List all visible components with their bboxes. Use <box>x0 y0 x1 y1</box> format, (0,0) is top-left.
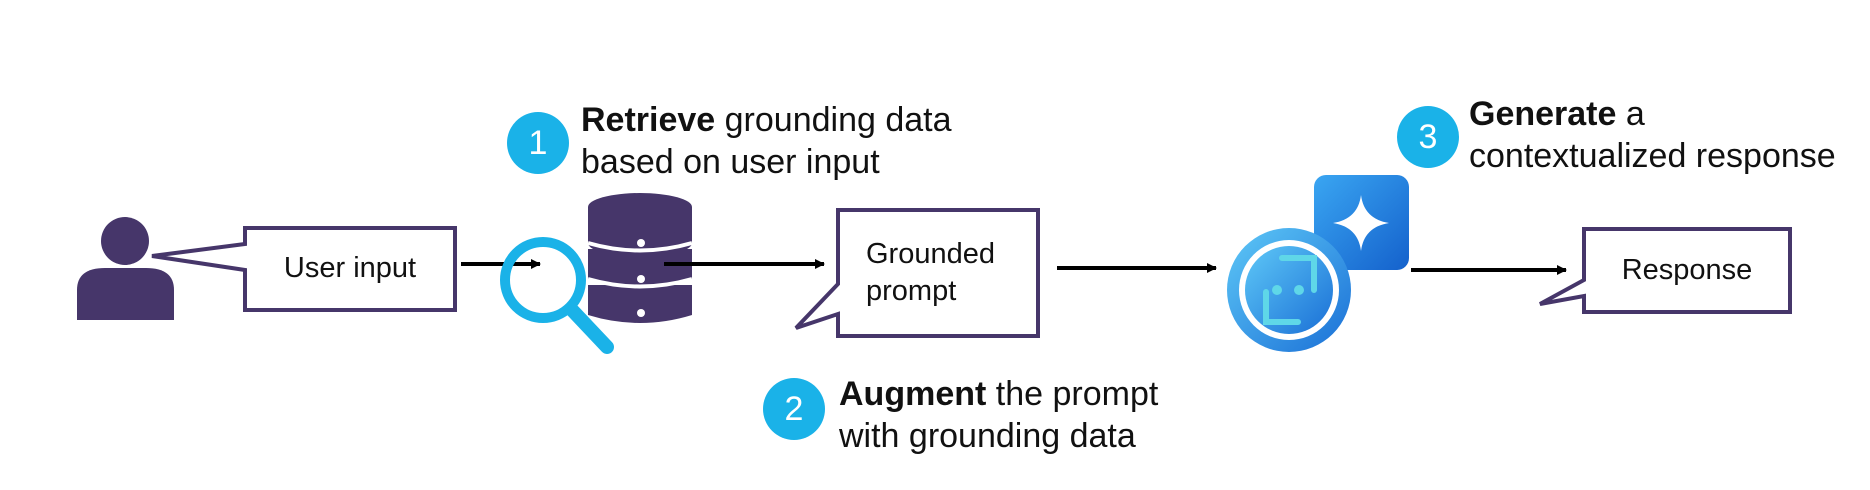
step-1-line2: based on user input <box>581 143 880 181</box>
grounded-prompt-label: Grounded prompt <box>866 236 995 310</box>
step-3-number: 3 <box>1418 118 1438 156</box>
person-icon <box>77 217 174 320</box>
ai-assistant-icon <box>1227 175 1409 352</box>
step-2-rest: the prompt <box>986 375 1159 413</box>
step-3-badge <box>1397 106 1459 168</box>
step-2-verb: Augment <box>839 375 987 413</box>
step-1-number: 1 <box>528 124 548 162</box>
magnifier-icon <box>500 237 614 354</box>
step-3-rest: a <box>1616 95 1645 133</box>
step-3-line2: contextualized response <box>1469 137 1836 175</box>
step-3-verb: Generate <box>1469 95 1617 133</box>
step-1-badge <box>507 112 569 174</box>
step-2-badge <box>763 378 825 440</box>
user-input-callout <box>151 226 457 312</box>
response-label: Response <box>1621 254 1753 286</box>
step-2-number: 2 <box>784 390 804 428</box>
step-2-description: Augment the prompt with grounding data <box>839 373 1158 457</box>
step-1-verb: Retrieve <box>581 101 716 139</box>
step-1-rest: grounding data <box>715 101 952 139</box>
step-2-line2: with grounding data <box>839 417 1136 455</box>
grounded-prompt-line2: prompt <box>866 275 957 307</box>
user-input-label: User input <box>283 252 417 284</box>
response-callout <box>1539 227 1792 314</box>
step-1-description: Retrieve grounding data based on user in… <box>581 99 952 183</box>
database-search-icon <box>500 193 693 354</box>
step-3-description: Generate a contextualized response <box>1469 93 1836 177</box>
grounded-prompt-callout <box>794 208 1040 338</box>
grounded-prompt-line1: Grounded <box>866 238 995 270</box>
